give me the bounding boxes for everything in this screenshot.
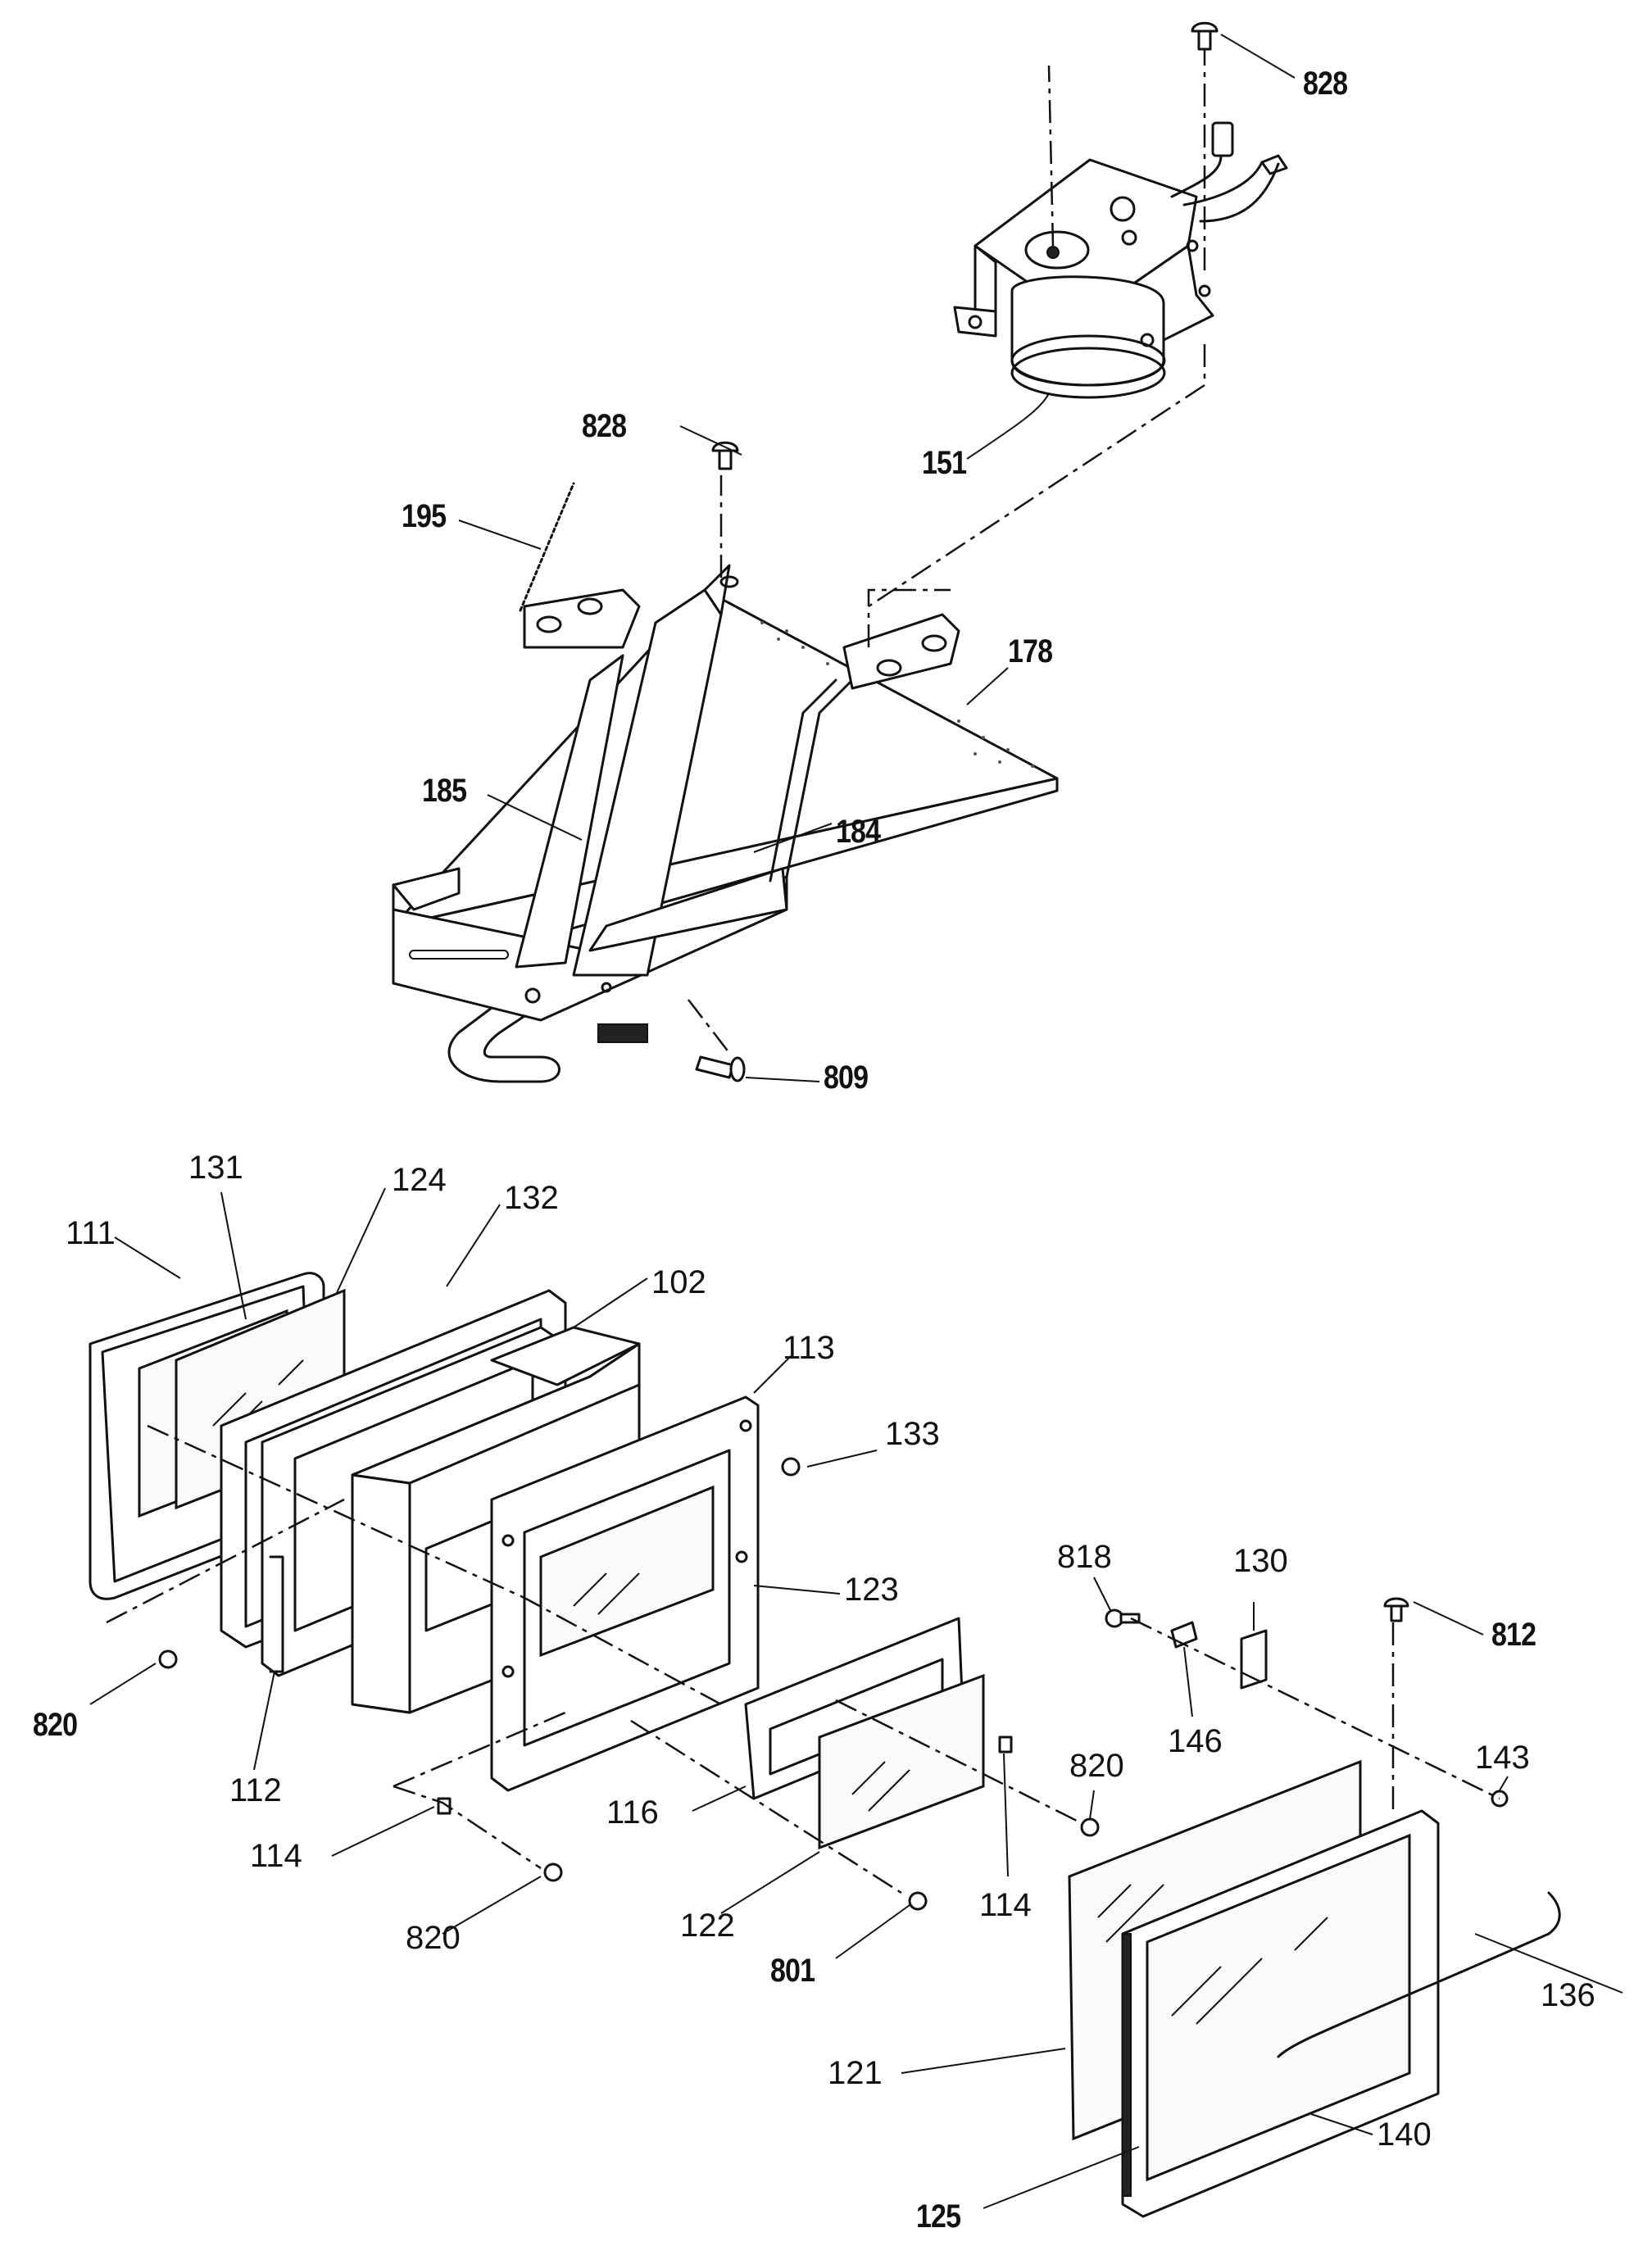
callout-131: 131 — [188, 1150, 243, 1186]
clip-114-right — [998, 1735, 1013, 1754]
callout-178: 178 — [1008, 633, 1053, 669]
spring-195 — [519, 482, 575, 612]
callout-801: 801 — [770, 1953, 815, 1989]
screw-812 — [1383, 1597, 1409, 1622]
screw-818 — [1105, 1608, 1141, 1628]
callout-828-mid: 828 — [582, 408, 627, 444]
screw-820-bottom — [543, 1863, 563, 1882]
outer-frame-140 — [1121, 1809, 1440, 2218]
callout-184: 184 — [836, 814, 881, 850]
callout-113: 113 — [783, 1330, 835, 1366]
screw-820-right — [1080, 1817, 1100, 1837]
callout-132: 132 — [504, 1180, 559, 1216]
screw-809 — [695, 1055, 746, 1082]
callout-114-left: 114 — [250, 1838, 302, 1874]
leader-lines — [89, 34, 1623, 2209]
screw-828-top — [1191, 21, 1219, 51]
callout-828-top: 828 — [1303, 66, 1348, 102]
handle-rod-136 — [1277, 1891, 1561, 2058]
callout-146: 146 — [1168, 1723, 1223, 1759]
callout-133: 133 — [885, 1416, 940, 1452]
callout-812: 812 — [1491, 1617, 1536, 1653]
pad-130 — [1240, 1629, 1268, 1690]
callout-820-left: 820 — [33, 1707, 78, 1743]
callout-809: 809 — [824, 1059, 869, 1096]
callout-130: 130 — [1233, 1543, 1288, 1579]
callout-116: 116 — [606, 1794, 659, 1831]
callout-818: 818 — [1057, 1539, 1112, 1575]
callout-111: 111 — [66, 1215, 116, 1251]
callout-122: 122 — [680, 1908, 735, 1944]
callout-125: 125 — [916, 2198, 961, 2235]
callout-121: 121 — [828, 2055, 883, 2091]
callout-102: 102 — [651, 1264, 706, 1300]
callout-151: 151 — [922, 445, 967, 481]
latch-frame-184-185 — [392, 475, 960, 1083]
callout-185: 185 — [422, 773, 467, 809]
screw-820-left — [158, 1649, 178, 1669]
motor-assembly-151 — [868, 49, 1288, 608]
callout-140: 140 — [1377, 2117, 1432, 2153]
nut-133 — [781, 1457, 801, 1477]
callout-124: 124 — [392, 1162, 447, 1198]
callout-143: 143 — [1475, 1740, 1530, 1776]
callout-820-right: 820 — [1069, 1748, 1124, 1784]
callout-123: 123 — [844, 1572, 899, 1608]
callout-195: 195 — [402, 498, 447, 534]
window-123 — [539, 1485, 715, 1658]
callout-136: 136 — [1541, 1977, 1595, 2013]
screw-801 — [908, 1891, 928, 1911]
glass-122 — [818, 1673, 985, 1850]
callout-112: 112 — [229, 1772, 282, 1808]
callout-114-right: 114 — [979, 1887, 1032, 1923]
callout-820-bottom: 820 — [406, 1920, 461, 1956]
